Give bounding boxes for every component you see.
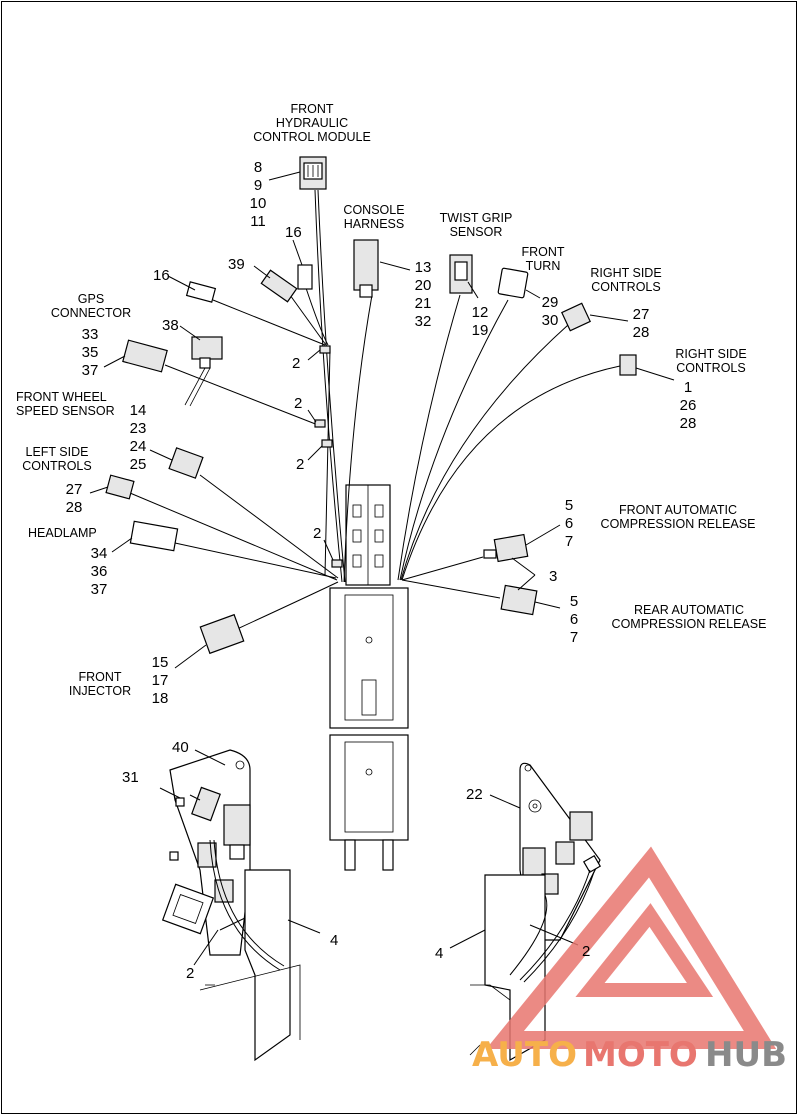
callout-2e: 2 — [186, 965, 194, 982]
callout-22: 22 — [466, 786, 483, 803]
callout-4b: 4 — [435, 945, 443, 962]
callout-39: 39 — [228, 256, 245, 273]
connector-16a — [185, 281, 217, 303]
cable-clips — [314, 345, 343, 568]
connector-front-injector — [199, 613, 245, 655]
callout-31: 31 — [122, 769, 139, 786]
connector-left-side — [105, 474, 135, 500]
label-headlamp: HEADLAMP — [28, 526, 97, 540]
connector-38 — [184, 336, 223, 407]
connector-right-side-2 — [619, 354, 637, 376]
connector-16b — [297, 264, 313, 290]
connector-right-side-1 — [561, 302, 591, 332]
watermark-hub: HUB — [705, 1035, 787, 1075]
callout-2c: 2 — [296, 456, 304, 473]
callout-2d: 2 — [313, 525, 321, 542]
callout-40: 40 — [172, 739, 189, 756]
connector-front-wheel-speed — [168, 447, 204, 479]
connector-headlamp — [129, 520, 179, 552]
connector-gps — [122, 339, 168, 373]
connector-front-hydraulic — [299, 156, 327, 190]
callout-38: 38 — [162, 317, 179, 334]
connector-console-harness — [353, 239, 379, 298]
connector-twist-grip — [449, 254, 473, 294]
callout-4a: 4 — [330, 932, 338, 949]
harness-wires — [129, 189, 621, 631]
watermark-text: AUTO MOTO HUB — [472, 1035, 787, 1075]
frame-rail — [329, 484, 409, 871]
callout-16b: 16 — [285, 224, 302, 241]
connector-39 — [260, 269, 298, 303]
callout-2b: 2 — [294, 395, 302, 412]
watermark-logo — [486, 846, 777, 1049]
watermark-auto: AUTO — [472, 1035, 577, 1075]
watermark-moto: MOTO — [583, 1035, 698, 1075]
callout-2a: 2 — [292, 355, 300, 372]
leader-lines — [89, 171, 675, 669]
left-bracket-assembly — [159, 749, 321, 1062]
connector-rear-acr — [500, 584, 538, 616]
connector-front-turn — [497, 267, 529, 299]
callout-3: 3 — [549, 568, 557, 585]
callout-2f: 2 — [582, 943, 590, 960]
connector-front-acr — [483, 533, 529, 563]
callout-16a: 16 — [153, 267, 170, 284]
